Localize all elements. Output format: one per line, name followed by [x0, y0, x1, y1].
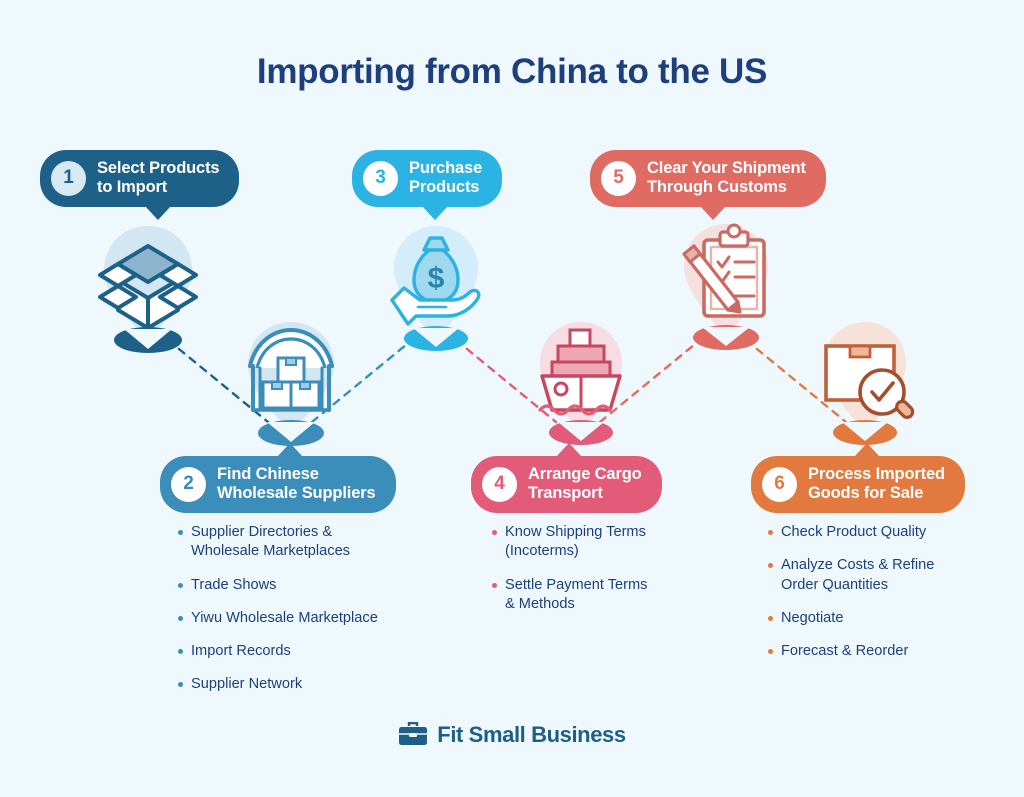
list-item: Trade Shows [178, 576, 428, 595]
list-item: Analyze Costs & Refine Order Quantities [768, 556, 998, 595]
pin-step-5 [668, 218, 780, 350]
bullet-list-step-4: Know Shipping Terms (Incoterms) Settle P… [492, 523, 702, 628]
list-item: Import Records [178, 642, 428, 661]
list-item: Negotiate [768, 609, 998, 628]
list-item: Yiwu Wholesale Marketplace [178, 609, 428, 628]
step-label-4: Arrange Cargo Transport [528, 465, 642, 503]
step-pill-3[interactable]: 3 Purchase Products [352, 150, 503, 220]
brand-name: Fit Small Business [437, 722, 626, 747]
step-pill-6[interactable]: 6 Process Imported Goods for Sale [751, 443, 965, 513]
list-item: Check Product Quality [768, 523, 998, 542]
step-pill-2[interactable]: 2 Find Chinese Wholesale Suppliers [160, 443, 396, 513]
pill-notch-6 [854, 443, 880, 457]
bullet-list-step-2: Supplier Directories & Wholesale Marketp… [178, 523, 428, 709]
briefcase-icon [399, 722, 428, 745]
step-label-2: Find Chinese Wholesale Suppliers [217, 465, 376, 503]
footer-brand: Fit Small Business [0, 722, 1024, 748]
step-pill-1[interactable]: 1 Select Products to Import [40, 150, 240, 220]
step-number-badge-3: 3 [363, 160, 398, 196]
list-item: Settle Payment Terms & Methods [492, 576, 702, 615]
list-item: Forecast & Reorder [768, 642, 998, 661]
pin-step-1 [96, 222, 200, 353]
step-label-6: Process Imported Goods for Sale [808, 465, 945, 503]
step-label-1: Select Products to Import [97, 159, 220, 197]
step-pill-4[interactable]: 4 Arrange Cargo Transport [471, 443, 662, 513]
pill-notch-5 [700, 205, 726, 220]
bullet-list-step-6: Check Product Quality Analyze Costs & Re… [768, 523, 998, 675]
svg-text:$: $ [428, 262, 445, 295]
step-number-badge-5: 5 [601, 160, 636, 196]
step-number-badge-1: 1 [51, 160, 86, 196]
pill-notch-3 [422, 205, 448, 220]
step-number-badge-2: 2 [171, 466, 206, 502]
list-item: Know Shipping Terms (Incoterms) [492, 523, 702, 562]
step-pill-5[interactable]: 5 Clear Your Shipment Through Customs [590, 150, 826, 220]
pin-step-4 [532, 318, 630, 445]
pin-step-6 [812, 318, 918, 445]
pill-notch-2 [277, 443, 303, 457]
list-item: Supplier Network [178, 675, 428, 694]
pin-step-3: $ [386, 222, 486, 351]
pill-notch-4 [556, 443, 582, 457]
page-title: Importing from China to the US [256, 52, 768, 91]
pin-step-2 [240, 318, 342, 446]
step-number-badge-6: 6 [762, 466, 797, 502]
step-label-5: Clear Your Shipment Through Customs [647, 159, 806, 197]
step-number-badge-4: 4 [482, 466, 517, 502]
list-item: Supplier Directories & Wholesale Marketp… [178, 523, 428, 562]
pill-notch-1 [145, 205, 171, 220]
step-label-3: Purchase Products [409, 159, 483, 197]
